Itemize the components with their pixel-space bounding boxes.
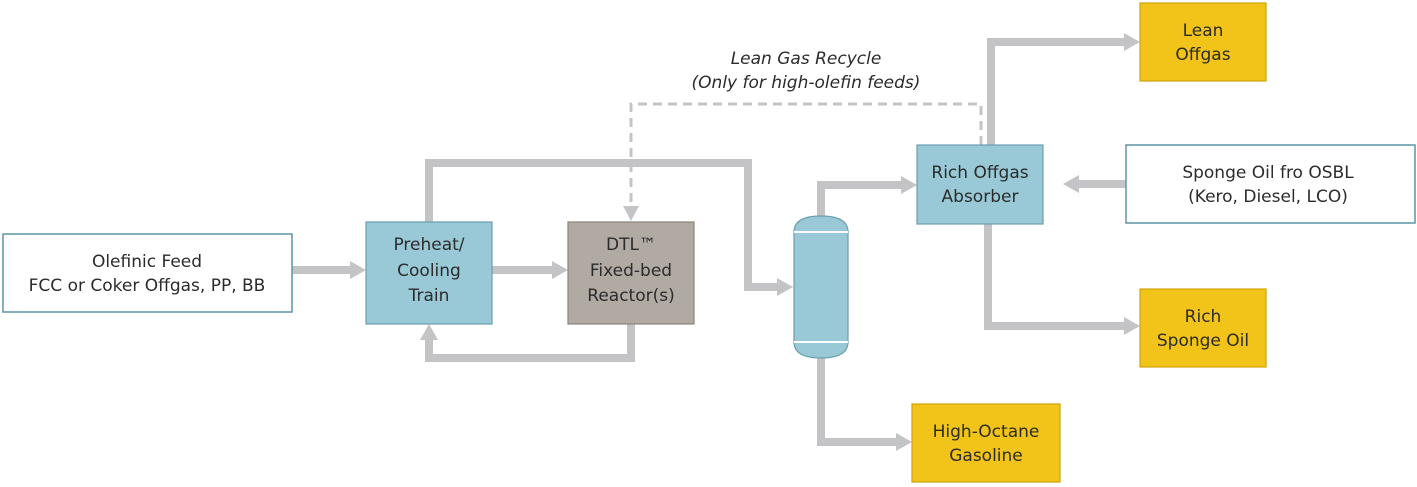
node-distillation-column bbox=[793, 215, 849, 359]
arrow-column-to-absorber bbox=[901, 176, 917, 194]
preheat-label-line2: Cooling bbox=[397, 261, 461, 281]
arrow-absorber-to-lean-offgas bbox=[1124, 33, 1140, 51]
arrow-sponge-oil-to-absorber bbox=[1063, 175, 1079, 193]
rich-sponge-label-line2: Sponge Oil bbox=[1157, 331, 1249, 351]
node-rich-sponge-oil: Rich Sponge Oil bbox=[1139, 288, 1267, 368]
arrow-preheat-to-column bbox=[777, 278, 793, 296]
arrow-absorber-to-rich-sponge bbox=[1124, 317, 1140, 335]
feed-label-line1: Olefinic Feed bbox=[92, 252, 202, 272]
rich-sponge-label-line1: Rich bbox=[1185, 307, 1222, 327]
pipe-preheat-to-column bbox=[425, 159, 779, 291]
recycle-note-line2: (Only for high-olefin feeds) bbox=[692, 73, 921, 93]
node-sponge-oil-osbl: Sponge Oil fro OSBL (Kero, Diesel, LCO) bbox=[1125, 144, 1416, 224]
node-high-octane-gasoline: High-Octane Gasoline bbox=[911, 403, 1061, 483]
feed-label-line2: FCC or Coker Offgas, PP, BB bbox=[29, 276, 266, 296]
arrow-reactor-return bbox=[420, 324, 438, 340]
lean-offgas-label-line1: Lean bbox=[1183, 21, 1224, 41]
node-dtl-reactor: DTL™ Fixed-bed Reactor(s) bbox=[567, 221, 695, 325]
reactor-label-line3: Reactor(s) bbox=[587, 286, 674, 306]
pipe-lean-gas-recycle bbox=[629, 102, 983, 208]
node-preheat-cooling-train: Preheat/ Cooling Train bbox=[365, 221, 493, 325]
gasoline-label-line2: Gasoline bbox=[949, 446, 1023, 466]
sponge-oil-label-line2: (Kero, Diesel, LCO) bbox=[1188, 187, 1348, 207]
preheat-label-line1: Preheat/ bbox=[393, 235, 464, 255]
pipe-reactor-return bbox=[425, 324, 635, 362]
reactor-label-line2: Fixed-bed bbox=[590, 261, 672, 281]
pipe-absorber-to-rich-sponge bbox=[984, 224, 1126, 330]
node-rich-offgas-absorber: Rich Offgas Absorber bbox=[916, 144, 1044, 225]
arrow-lean-gas-recycle bbox=[623, 206, 639, 221]
node-olefinic-feed: Olefinic Feed FCC or Coker Offgas, PP, B… bbox=[2, 233, 293, 313]
absorber-label-line1: Rich Offgas bbox=[931, 163, 1028, 183]
reactor-label-line1: DTL™ bbox=[606, 235, 656, 255]
node-lean-offgas: Lean Offgas bbox=[1139, 2, 1267, 82]
arrow-feed-to-preheat bbox=[350, 261, 366, 279]
gasoline-label-line1: High-Octane bbox=[933, 422, 1040, 442]
sponge-oil-label-line1: Sponge Oil fro OSBL bbox=[1182, 163, 1354, 183]
pipe-column-to-absorber bbox=[817, 181, 903, 218]
preheat-label-line3: Train bbox=[408, 286, 450, 306]
pipe-absorber-to-lean-offgas bbox=[987, 38, 1126, 145]
absorber-label-line2: Absorber bbox=[942, 187, 1019, 207]
arrow-column-to-gasoline bbox=[896, 433, 912, 451]
lean-offgas-label-line2: Offgas bbox=[1175, 45, 1230, 65]
arrow-preheat-to-reactor bbox=[552, 261, 568, 279]
recycle-note-line1: Lean Gas Recycle bbox=[731, 49, 882, 69]
pipe-column-to-gasoline bbox=[817, 356, 898, 446]
